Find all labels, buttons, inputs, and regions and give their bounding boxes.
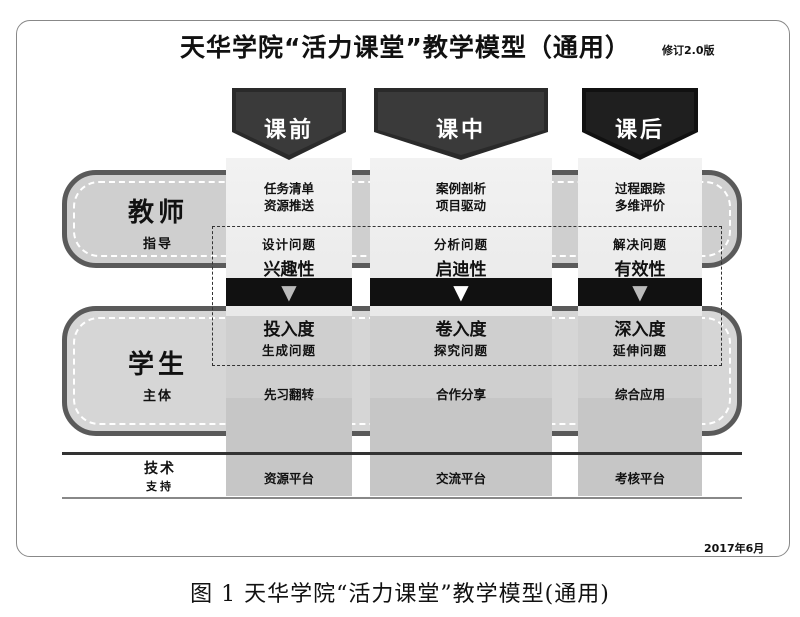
degree-label: 卷入度 (435, 320, 487, 340)
student-question: 生成问题 (261, 343, 316, 358)
student-label-sub: 主体 (142, 389, 173, 404)
header-arrow-shape (582, 88, 698, 160)
column-before-class: 课前 任务清单 资源推送 设计问题 兴趣性 ▼ 投入度 生成问题 先习翻转 资源… (226, 88, 352, 496)
tech-lane-label: 技术 支持 (120, 458, 200, 494)
transition-bar (370, 278, 552, 306)
column-after-class: 课后 过程跟踪 多维评价 解决问题 有效性 ▼ 深入度 延伸问题 综合应用 考核… (578, 88, 702, 496)
tech-platform: 资源平台 (263, 471, 314, 486)
down-arrow-icon: ▼ (281, 280, 297, 304)
teacher-lane-label: 教师 指导 (98, 192, 218, 252)
teacher-activities: 任务清单 资源推送 (263, 181, 314, 213)
tech-divider-top (62, 452, 742, 455)
teacher-activities: 案例剖析 项目驱动 (435, 181, 486, 213)
teacher-question: 设计问题 (261, 237, 316, 252)
date-label: 2017年6月 (704, 542, 765, 555)
column-header: 课中 (435, 118, 486, 143)
column-in-class: 课中 案例剖析 项目驱动 分析问题 启迪性 ▼ 卷入度 探究问题 合作分享 交流… (370, 88, 552, 496)
tech-platform: 考核平台 (614, 471, 665, 486)
teacher-question: 解决问题 (612, 237, 667, 252)
student-activity: 先习翻转 (263, 387, 314, 402)
column-header: 课前 (263, 118, 314, 143)
teacher-question: 分析问题 (433, 237, 488, 252)
student-question: 探究问题 (433, 343, 488, 358)
transition-bar (578, 278, 702, 306)
student-activity: 合作分享 (435, 387, 486, 402)
figure-caption: 图 1 天华学院“活力课堂”教学模型(通用) (190, 582, 610, 607)
transition-bar (226, 278, 352, 306)
quality-label: 启迪性 (435, 260, 487, 280)
diagram-title: 天华学院“活力课堂”教学模型（通用） (180, 33, 631, 62)
student-question: 延伸问题 (612, 343, 667, 358)
teacher-activities: 过程跟踪 多维评价 (614, 181, 665, 213)
quality-label: 兴趣性 (263, 260, 315, 280)
column-header: 课后 (614, 118, 665, 143)
revision-label: 修订2.0版 (662, 44, 715, 57)
interaction-dashed-box (212, 226, 722, 366)
tech-platform: 交流平台 (435, 471, 486, 486)
down-arrow-icon: ▼ (453, 280, 469, 304)
degree-label: 深入度 (614, 320, 666, 340)
quality-label: 有效性 (614, 260, 666, 280)
degree-label: 投入度 (263, 320, 315, 340)
header-arrow-shape (232, 88, 346, 160)
tech-divider-bottom (62, 497, 742, 499)
teacher-label-sub: 指导 (142, 237, 173, 252)
down-arrow-icon: ▼ (632, 280, 648, 304)
teacher-label-main: 教师 (127, 198, 188, 228)
student-activity: 综合应用 (614, 387, 665, 402)
tech-label-main: 技术 (144, 461, 176, 477)
tech-label-sub: 支持 (146, 480, 174, 493)
header-arrow-shape (374, 88, 548, 160)
student-label-main: 学生 (127, 350, 188, 380)
student-lane-label: 学生 主体 (98, 344, 218, 404)
